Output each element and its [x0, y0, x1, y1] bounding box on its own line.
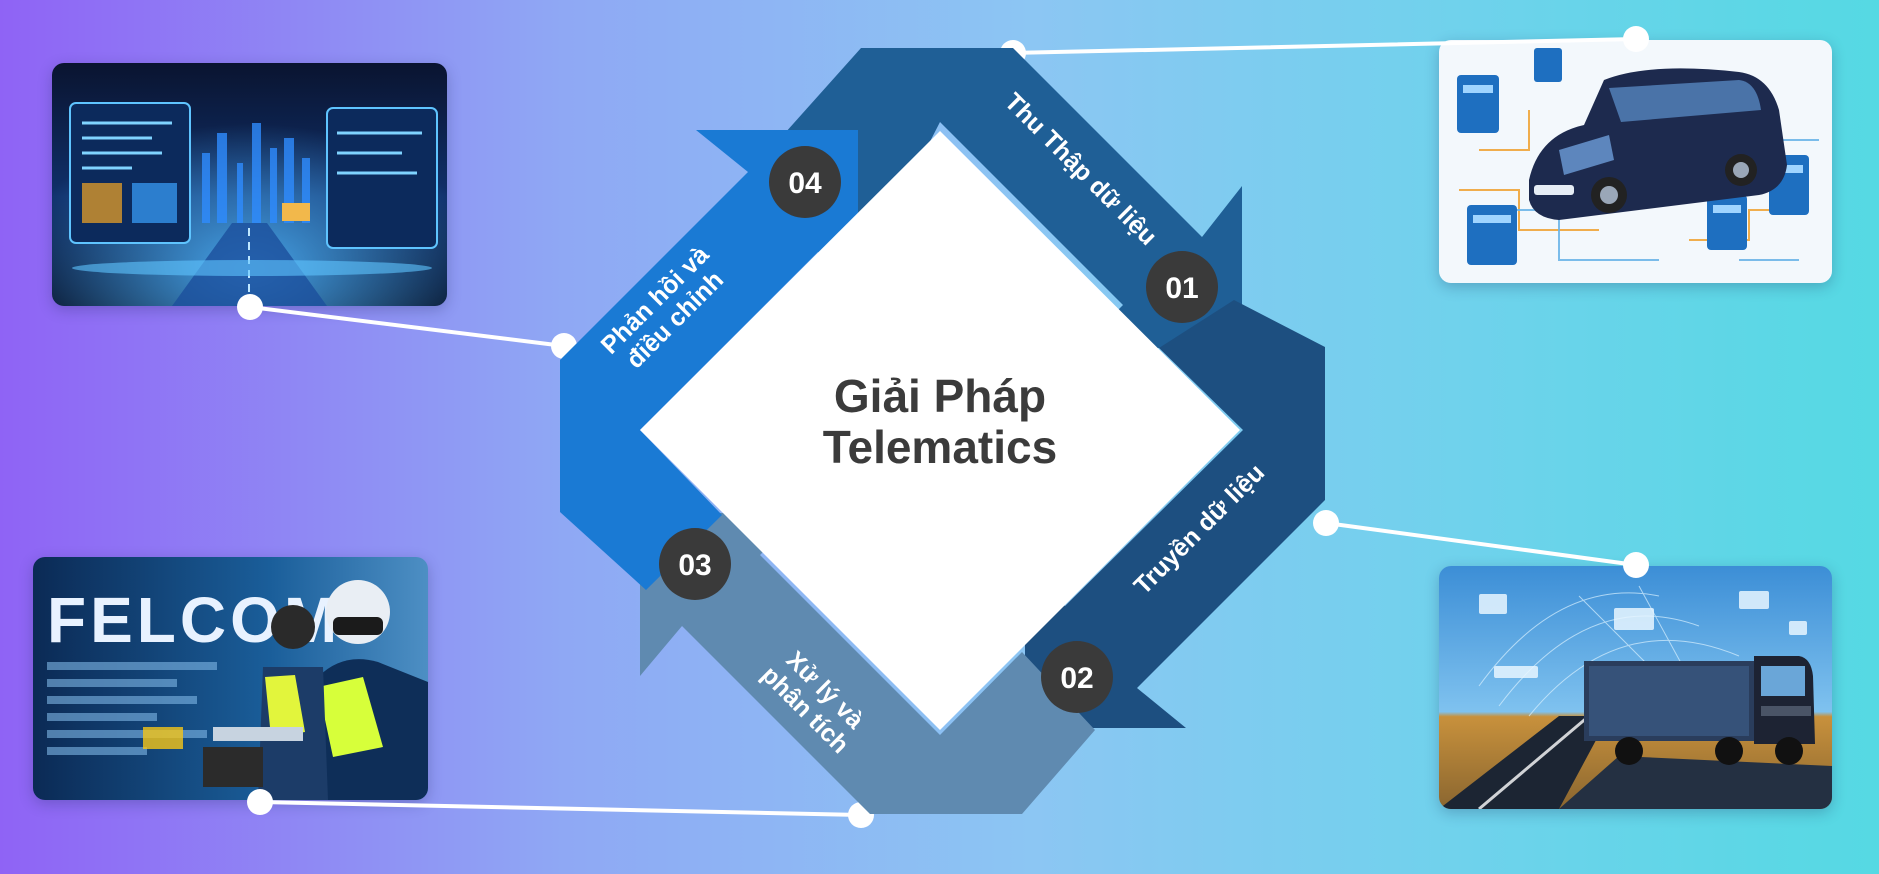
step-04-arrow: [560, 130, 858, 590]
step-03-arrow: [640, 513, 1095, 814]
center-title-line-2: Telematics: [823, 421, 1057, 473]
connector-line-step-02: [1324, 521, 1638, 567]
center-title-line-1: Giải Pháp: [834, 370, 1046, 422]
smart-city-dashboard-photo: [52, 63, 447, 306]
step-02-arrow: [1025, 300, 1325, 728]
control-room-operators-photo: FELCOM: [33, 557, 428, 800]
step-01-badge: 01: [1146, 251, 1218, 323]
connector-line-step-01: [1011, 37, 1638, 55]
connected-van-photo: [1439, 40, 1832, 283]
connected-truck-photo: [1439, 566, 1832, 809]
step-02-number: 02: [1060, 662, 1093, 695]
connector-dot-step-04-photo: [237, 294, 263, 320]
connector-line-step-04: [248, 305, 566, 348]
center-diamond: [640, 131, 1240, 730]
step-04-number: 04: [788, 167, 822, 200]
step-02-badge: 02: [1041, 641, 1113, 713]
step-04-badge: 04: [769, 146, 841, 218]
connector-dot-step-01-photo: [1623, 26, 1649, 52]
connector-dot-step-02-photo: [1623, 552, 1649, 578]
step-01-arrow: [785, 48, 1242, 348]
connector-line-step-03: [258, 800, 863, 817]
step-03-badge: 03: [659, 528, 731, 600]
step-01-number: 01: [1165, 272, 1198, 305]
step-03-number: 03: [678, 549, 711, 582]
connector-dot-step-03-photo: [247, 789, 273, 815]
connector-dot-step-02-diagram: [1313, 510, 1339, 536]
